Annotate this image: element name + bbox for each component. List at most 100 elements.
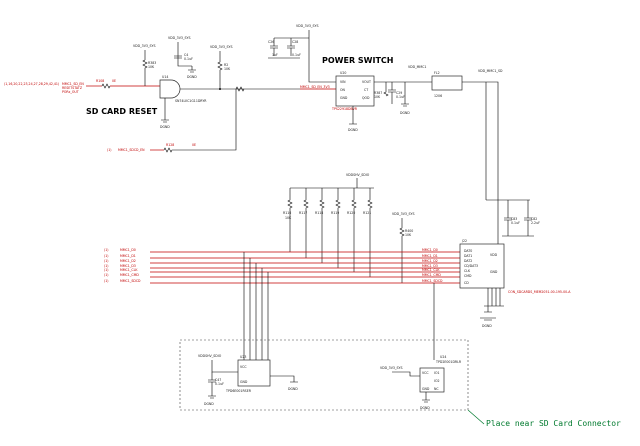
- label-r383-value: 10K: [148, 65, 155, 69]
- wire-u23-vcc: [211, 360, 238, 373]
- net-mmc1-sd-en-in: MMC1_SD_EN: [62, 82, 84, 86]
- capacitor-c47: [208, 372, 216, 396]
- label-r108: R108: [96, 79, 104, 83]
- bus-left-d3: MMC1_D3: [120, 264, 136, 268]
- rail-vdd-mmc1-sd: VDD_MMC1_SD: [478, 69, 503, 73]
- ferrite-fl2: [431, 75, 463, 91]
- pin-j22-dat0: DAT0: [464, 249, 472, 253]
- bus-right-d1: MMC1_D1: [422, 254, 438, 258]
- label-r2-value: 10K: [224, 67, 231, 71]
- bus-ref-d3: (1): [104, 264, 109, 268]
- bus-ref-cmd: (1): [104, 273, 109, 277]
- pin-j22-dat2: DAT2: [464, 259, 472, 263]
- ground-label: DGND: [482, 324, 492, 328]
- label-r120: R120: [347, 211, 355, 215]
- pin-j22-clk: CLK: [464, 269, 471, 273]
- bus-right-d0: MMC1_D0: [422, 248, 438, 252]
- bus-left-cmd: MMC1_CMD: [120, 273, 139, 277]
- label-fl2: FL2: [434, 71, 440, 75]
- sd-bus-wires: [150, 251, 460, 360]
- label-r387: R387: [374, 91, 382, 95]
- pin-u23-vcc: VCC: [240, 365, 247, 369]
- label-u23-part: TPD6E001RSER: [225, 389, 252, 393]
- label-c82-value: 2.2uF: [531, 221, 540, 225]
- ground-label: DGND: [420, 406, 430, 410]
- label-c28: C28: [292, 40, 298, 44]
- bus-right-cmd: MMC1_CMD: [422, 273, 441, 277]
- label-c4-value: 0.1uF: [184, 57, 193, 61]
- ground-symbol: [270, 375, 298, 383]
- label-u24-part: TPD2E001DRLR: [435, 360, 462, 364]
- bus-ref-d2: (1): [104, 259, 109, 263]
- label-u14: U14: [162, 75, 168, 79]
- ground-symbol: [422, 392, 430, 403]
- ic-u23: [237, 359, 271, 387]
- label-r2: R2: [224, 63, 228, 67]
- ground-symbol: [208, 395, 216, 399]
- ground-label: DGND: [160, 125, 170, 129]
- bus-ref-d1: (1): [104, 254, 109, 258]
- ground-symbol: [188, 66, 196, 73]
- label-r400: R400: [405, 229, 413, 233]
- label-r119: R119: [331, 211, 339, 215]
- capacitor-c26: [270, 38, 278, 56]
- label-c26-value: 1uF: [272, 53, 278, 57]
- bus-left-d1: MMC1_D1: [120, 254, 136, 258]
- capacitor-c4: [174, 42, 192, 67]
- resistor-r400: [399, 218, 405, 283]
- bus-right-sdcd: MMC1_SDCD: [422, 279, 443, 283]
- label-r117: R117: [299, 211, 307, 215]
- bus-right-d2: MMC1_D2: [422, 259, 438, 263]
- capacitor-c83: [504, 200, 512, 236]
- pin-u20-vin: VIN: [340, 80, 346, 84]
- connector-j22: [459, 243, 505, 289]
- label-r118: R118: [315, 211, 323, 215]
- resistor-r109: [235, 86, 245, 92]
- esd-placement-box: [179, 339, 469, 411]
- pin-u20-qod: QOD: [362, 96, 370, 100]
- label-c82: C82: [531, 217, 537, 221]
- label-r128: R128: [166, 143, 174, 147]
- wire-vin: [308, 30, 336, 83]
- label-u20-part: TPS22918DBVR: [331, 107, 358, 111]
- bus-left-d0: MMC1_D0: [120, 248, 136, 252]
- pin-j22-dat3: CD/DAT3: [464, 264, 478, 268]
- placement-note: Place near SD Card Connector: [486, 419, 621, 428]
- pin-j22-cd: CD: [464, 281, 469, 285]
- label-r128-value: 0E: [192, 143, 196, 147]
- capacitor-c28: [287, 38, 295, 56]
- ground-symbol: [349, 106, 357, 125]
- net-reset-out: RESETSTATZ: [62, 86, 83, 90]
- net-porz-out: PORz_OUT: [62, 90, 79, 94]
- label-c29-value: 0.1uF: [396, 95, 405, 99]
- wire-u24-vcc: [392, 371, 420, 377]
- rail-3v3-b: VDD_3V3_SYS: [168, 36, 191, 40]
- bus-ref-sdcd: (1): [104, 279, 109, 283]
- resistor-r2: [217, 51, 223, 88]
- note-leader: [467, 409, 485, 425]
- rail-3v3-c: VDD_3V3_SYS: [210, 45, 233, 49]
- heading-sd-card-reset: SD CARD RESET: [86, 107, 158, 116]
- ground-label: DGND: [204, 402, 214, 406]
- ic-u20: [335, 75, 375, 107]
- bus-ref-d0: (1): [104, 248, 109, 252]
- label-c83-value: 0.1uF: [511, 221, 520, 225]
- label-c26: C26: [268, 40, 274, 44]
- label-c83: C83: [511, 217, 517, 221]
- pin-u20-gnd: GND: [340, 96, 348, 100]
- pin-u23-gnd: GND: [240, 380, 248, 384]
- pin-u24-gnd: GND: [422, 387, 430, 391]
- pin-u24-vcc: VCC: [422, 371, 429, 375]
- ground-label: DGND: [187, 75, 197, 79]
- label-pullup-value: 10K: [285, 216, 292, 220]
- label-r121: R121: [363, 211, 371, 215]
- bus-left-sdcd: MMC1_SDCD: [120, 279, 141, 283]
- connector-shield-pins: [484, 288, 504, 313]
- ground-label: DGND: [400, 111, 410, 115]
- label-j22: J22: [461, 239, 467, 243]
- label-j22-part: CON_SDCARDS_MEM2051-00-195-00-A: [508, 290, 571, 294]
- ground-symbol: [161, 98, 169, 123]
- net-mmc1-sdcd-en: MMC1_SDCD_EN: [118, 148, 145, 152]
- junction-dot: [219, 88, 221, 90]
- rail-vdd-mmc1: VDD_MMC1: [408, 65, 426, 69]
